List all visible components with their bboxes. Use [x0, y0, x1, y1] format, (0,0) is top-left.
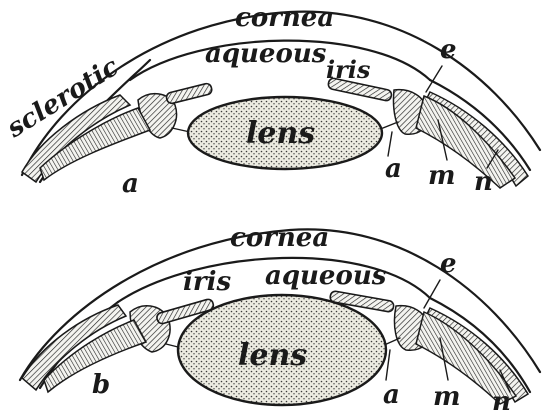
label-cornea-bottom: cornea [230, 223, 329, 253]
label-m-bottom: m [433, 382, 461, 412]
label-m-top: m [428, 161, 456, 191]
pointer-a-right-top [388, 132, 392, 156]
label-a-right-bottom: a [383, 380, 400, 410]
label-a-right-top: a [385, 154, 402, 184]
eye-diagram-top: cornea aqueous iris sclerotic lens e a a… [1, 3, 540, 199]
label-iris-top: iris [326, 55, 371, 84]
label-e-top: e [440, 35, 457, 65]
label-aqueous-top: aqueous [205, 39, 327, 69]
label-n-bottom: n [492, 387, 511, 417]
label-e-bottom: e [440, 249, 457, 279]
label-iris-bottom: iris [183, 267, 231, 297]
iris-left [165, 83, 212, 105]
label-aqueous-bottom: aqueous [265, 261, 387, 291]
label-n-top: n [474, 167, 493, 197]
label-lens-bottom: lens [238, 338, 307, 373]
label-a-left-top: a [122, 169, 139, 199]
label-lens-top: lens [246, 116, 315, 151]
label-cornea-top: cornea [235, 3, 334, 33]
label-b-bottom: b [92, 370, 110, 400]
eye-diagram-bottom: cornea aqueous iris lens e b a m n [20, 223, 540, 417]
